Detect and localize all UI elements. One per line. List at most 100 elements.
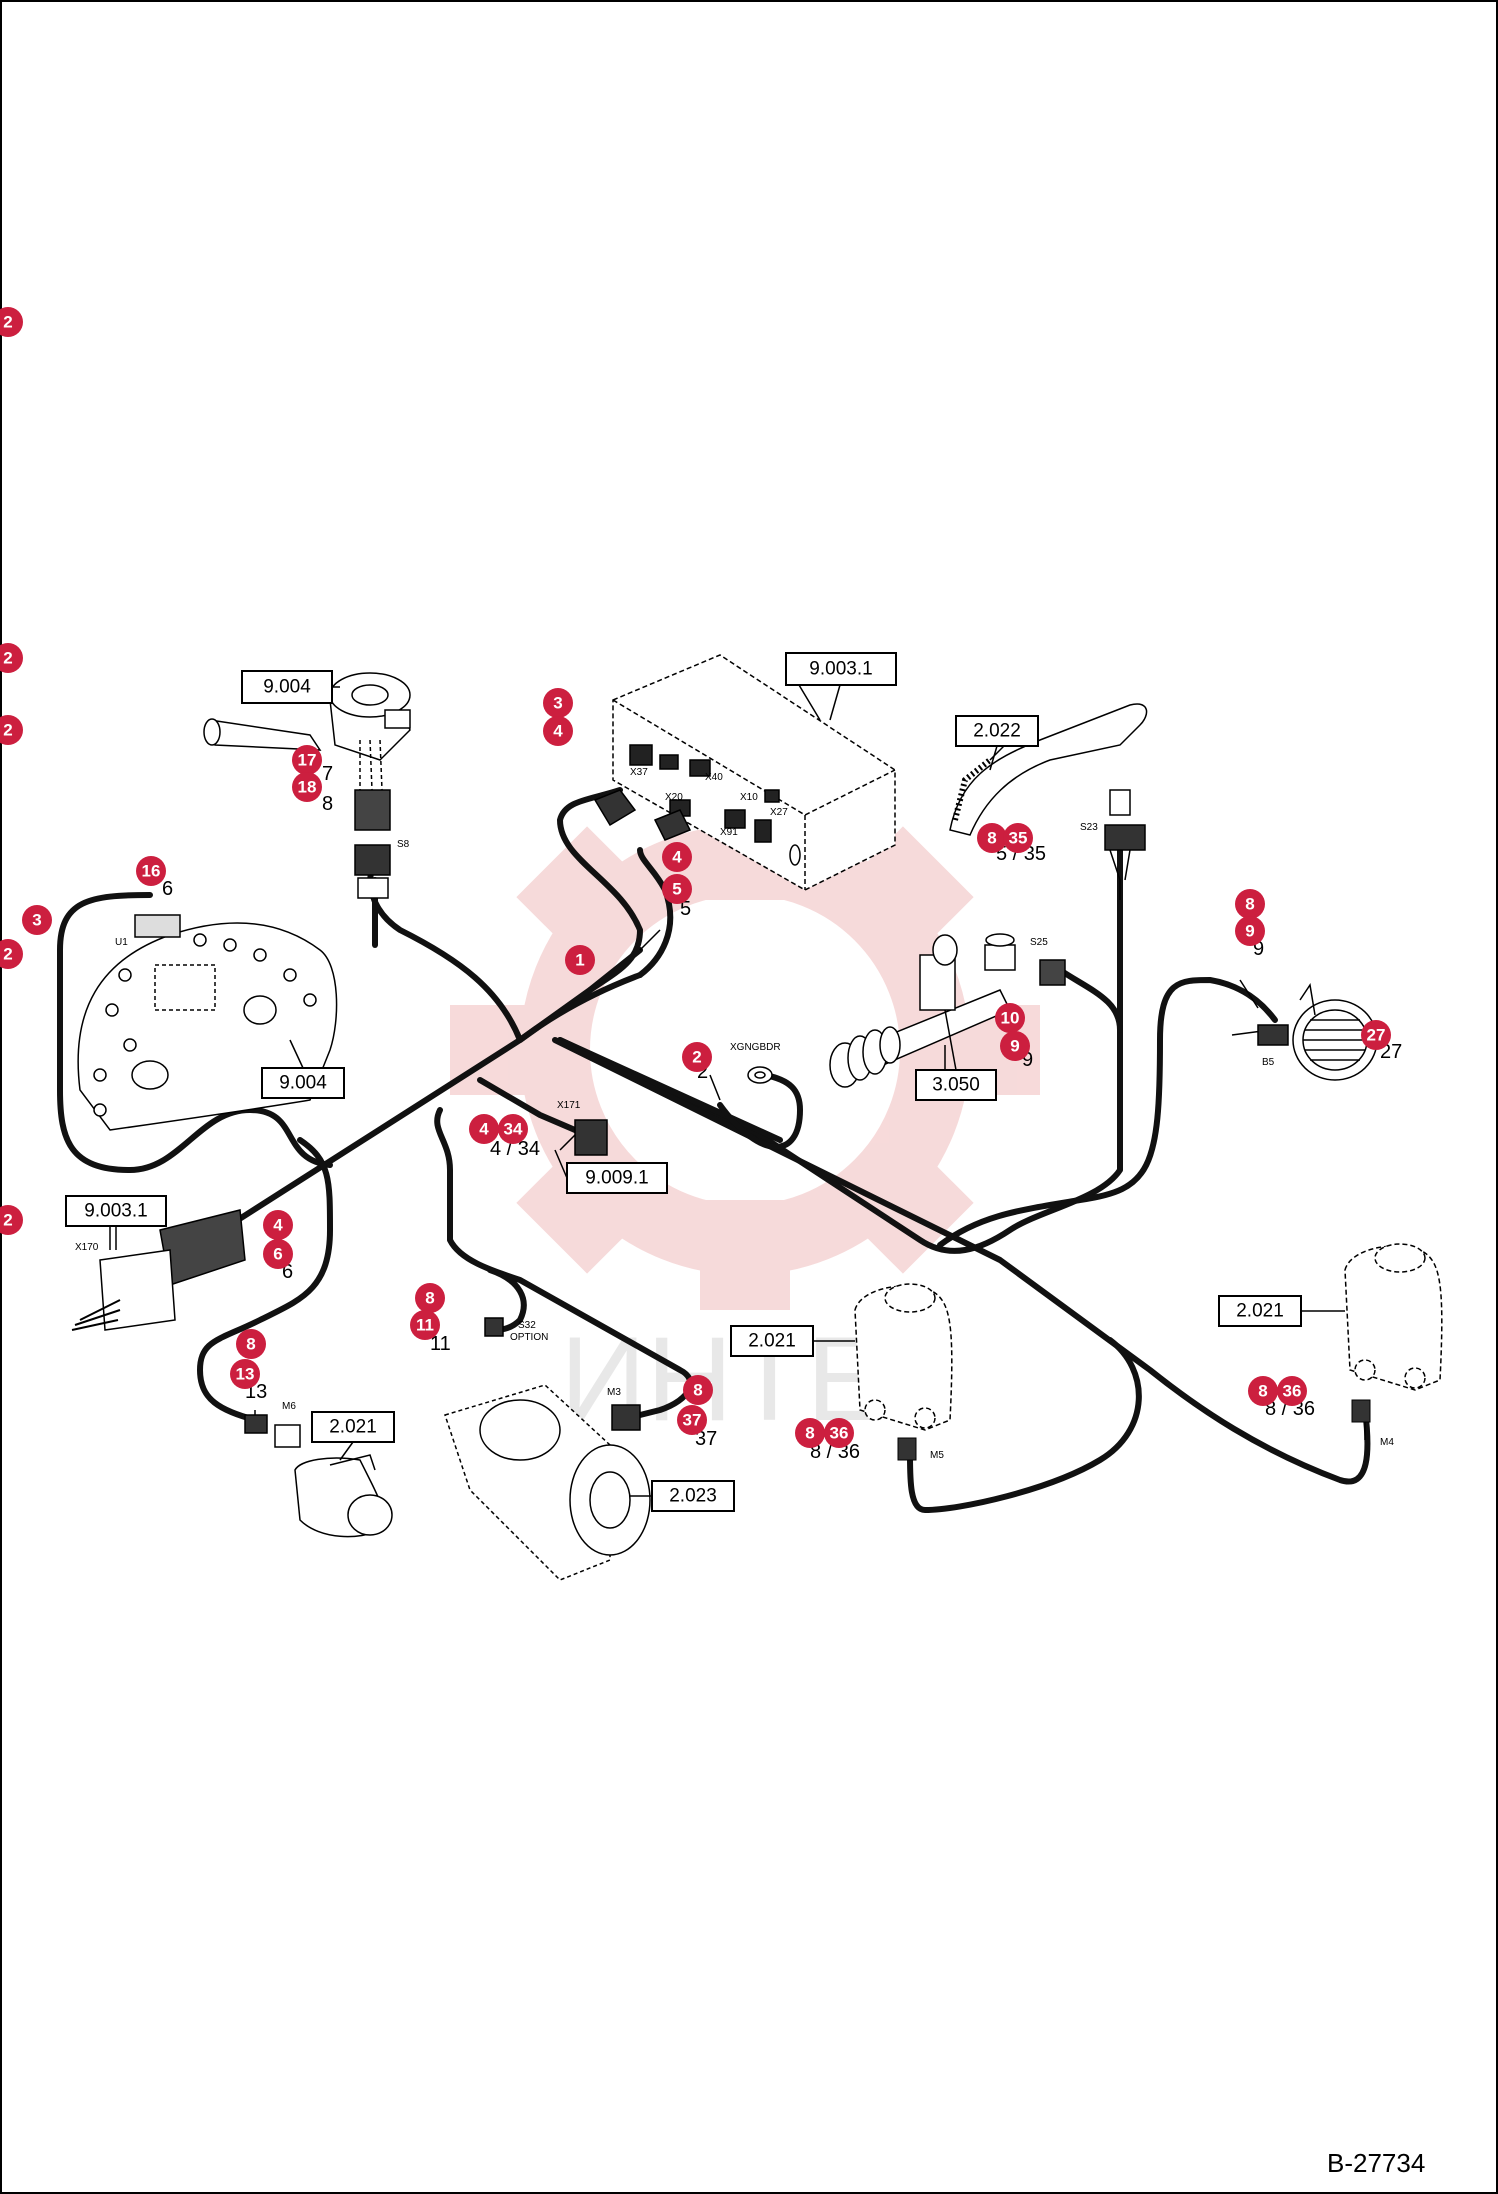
callout-bubble: 8 xyxy=(415,1283,445,1313)
callout-number: 4 xyxy=(273,1216,283,1235)
washer-reservoir-m5 xyxy=(854,1283,953,1431)
reference-box: 9.003.1 xyxy=(785,652,897,686)
reference-leader-line xyxy=(554,1149,568,1179)
reference-box-text: 2.021 xyxy=(748,1331,796,1352)
callout-bubble: 6 xyxy=(263,1239,293,1269)
callout-number: 11 xyxy=(416,1316,434,1335)
callout-number: 4 xyxy=(553,722,563,741)
callout-bubble: 1 xyxy=(565,945,595,975)
reference-box: 2.021 xyxy=(730,1325,814,1357)
callout-bubble: 2 xyxy=(0,1205,23,1235)
callout-number: 4 xyxy=(479,1120,489,1139)
callout-bubble: 9 xyxy=(1235,916,1265,946)
callout-bubble-circle xyxy=(543,688,573,718)
callout-bubble-circle xyxy=(469,1114,499,1144)
callout-number: 8 xyxy=(1258,1382,1267,1401)
callout-bubble-circle xyxy=(543,716,573,746)
callout-number: 10 xyxy=(1001,1009,1020,1028)
callout-bubble-circle xyxy=(0,1205,23,1235)
callout-bubble-circle xyxy=(263,1210,293,1240)
callout-bubble-circle xyxy=(1003,823,1033,853)
blower-fan xyxy=(444,1384,651,1581)
stray-label-l6: 6 xyxy=(282,1261,293,1283)
callout-bubble: 13 xyxy=(230,1359,260,1389)
callout-bubble-circle xyxy=(0,643,23,673)
stray-label-l27: 7 xyxy=(322,763,333,785)
reference-box-frame xyxy=(261,1067,345,1099)
stray-label-l16: 6 xyxy=(162,878,173,900)
s23-wires xyxy=(1109,849,1131,900)
stray-label-l36a: 8 / 36 xyxy=(810,1441,860,1463)
reference-box-text: 2.023 xyxy=(669,1486,717,1507)
callout-number: 8 xyxy=(805,1424,814,1443)
connector-label-x171: X171 xyxy=(557,1100,581,1111)
callout-bubble-circle xyxy=(136,856,166,886)
callout-number: 2 xyxy=(692,1048,701,1067)
callout-number: 2 xyxy=(3,649,12,668)
callout-bubble: 2 xyxy=(0,715,23,745)
ground-terminal xyxy=(747,1066,773,1084)
callout-bubble-circle xyxy=(0,939,23,969)
callout-bubble-circle xyxy=(662,842,692,872)
reference-leader-line xyxy=(339,1441,354,1461)
stray-label-l5: 5 xyxy=(680,898,691,920)
s32-connector xyxy=(484,1317,504,1337)
callout-bubble-circle xyxy=(1361,1020,1391,1050)
callout-bubble-circle xyxy=(498,1114,528,1144)
reference-box-text: 9.004 xyxy=(279,1073,327,1094)
callout-bubble: 17 xyxy=(292,745,322,775)
callout-bubble: 3 xyxy=(22,905,52,935)
callout-bubble: 36 xyxy=(824,1418,854,1448)
connector-label-u1: U1 xyxy=(115,937,128,948)
callout-bubble-circle xyxy=(415,1283,445,1313)
connector-label-m6: M6 xyxy=(282,1401,296,1412)
reference-box-text: 9.003.1 xyxy=(809,659,872,680)
horn xyxy=(1257,983,1378,1081)
connector-label-m4: M4 xyxy=(1380,1437,1394,1448)
callout-bubble-circle xyxy=(0,307,23,337)
connector-label-m5: M5 xyxy=(930,1450,944,1461)
callout-bubble: 5 xyxy=(662,874,692,904)
brake-master-cylinder xyxy=(829,933,1066,1088)
reference-box-text: 2.021 xyxy=(1236,1301,1284,1322)
callout-bubble-circle xyxy=(1235,889,1265,919)
callout-bubble: 4 xyxy=(263,1210,293,1240)
reference-leader-line xyxy=(944,1009,957,1071)
callout-bubble: 2 xyxy=(0,939,23,969)
callout-bubble: 8 xyxy=(1248,1376,1278,1406)
callout-number: 36 xyxy=(830,1424,849,1443)
relay-box-label-x20: X20 xyxy=(665,792,683,803)
callout-number: 3 xyxy=(553,694,562,713)
callout-bubble-circle xyxy=(236,1329,266,1359)
callout-bubble-circle xyxy=(230,1359,260,1389)
callout-number: 5 xyxy=(672,880,681,899)
callout-bubble: 8 xyxy=(795,1418,825,1448)
callout-bubble: 8 xyxy=(1235,889,1265,919)
reference-leader-line xyxy=(989,745,998,771)
stray-label-l34: 4 / 34 xyxy=(490,1138,540,1160)
relay-box-label-x37: X37 xyxy=(630,767,648,778)
reference-box-text: 9.004 xyxy=(263,677,311,698)
relay-box xyxy=(612,654,896,891)
callout-bubble-circle xyxy=(565,945,595,975)
callout-bubble: 8 xyxy=(977,823,1007,853)
callout-number: 9 xyxy=(1245,922,1254,941)
callout-bubble: 35 xyxy=(1003,823,1033,853)
callout-bubble: 4 xyxy=(469,1114,499,1144)
s8-connector xyxy=(354,844,391,899)
reference-box: 9.004 xyxy=(261,1067,345,1099)
reference-box-text: 3.050 xyxy=(932,1075,980,1096)
m5-connector xyxy=(897,1437,917,1461)
callout-bubble-circle xyxy=(1277,1376,1307,1406)
callout-bubble: 3 xyxy=(543,688,573,718)
reference-box-frame xyxy=(651,1480,735,1512)
callout-bubble: 4 xyxy=(662,842,692,872)
reference-box-frame xyxy=(785,652,897,686)
connector-label-x170: X170 xyxy=(75,1242,99,1253)
callout-number: 3 xyxy=(32,911,41,930)
callout-number: 27 xyxy=(1367,1026,1386,1045)
stray-label-l18: 8 xyxy=(322,793,333,815)
stray-label-l11: 11 xyxy=(430,1333,451,1355)
